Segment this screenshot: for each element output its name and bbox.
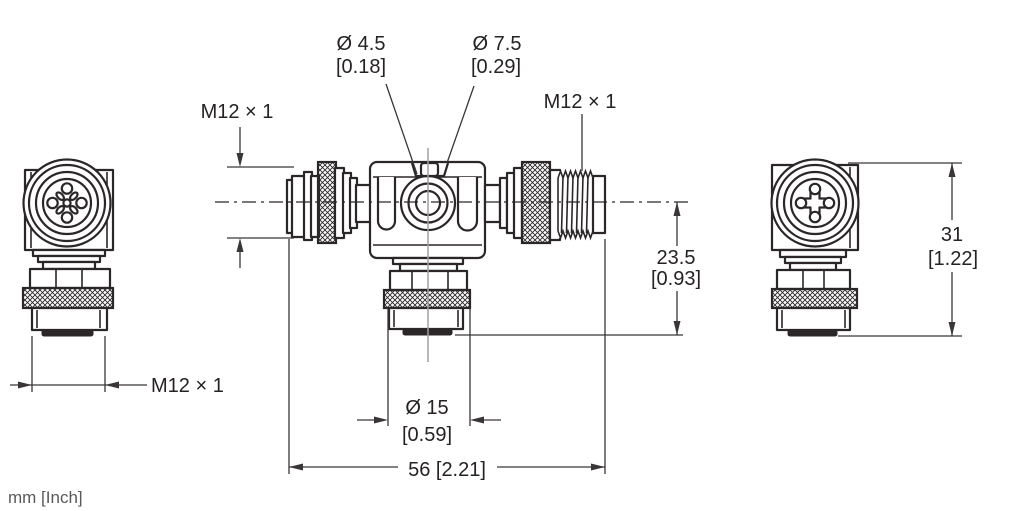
left-view-knurled-ring [21,286,115,310]
thread-crest-bottom [557,228,594,241]
arrow-leftview-right-pointing [18,381,32,389]
label-socket-dia-mm: Ø 15 [405,397,448,419]
arrow-leftview-left-pointing [105,381,119,389]
thread-flanks [560,175,589,234]
right-view-body-cylinder [775,306,852,332]
arrow-rightview-down [948,322,956,336]
left-view-center-hole [62,198,72,208]
label-socket-dia-inch: [0.59] [402,424,452,446]
units-note: mm [Inch] [8,488,83,507]
label-rightview-height-mm: 31 [941,224,963,246]
right-view-knurled-ring [770,287,859,310]
arrow-left-thread-down [236,153,244,167]
label-height-inch: [0.93] [651,268,701,290]
left-view-contact-holes [46,182,88,224]
center-block-slot-right [456,177,479,232]
center-branch-knurled-ring [382,288,472,310]
center-view-tee-connector [285,160,607,336]
left-view-body-cylinder [30,306,109,332]
center-right-end-cap [591,174,607,235]
left-view-bottom-cap [41,329,94,337]
label-overall-width: 56 [2.21] [408,459,486,481]
right-view-bottom-cap [787,329,838,337]
center-branch-cylinder [387,306,465,331]
arrow-height-up [673,202,681,216]
leader-dia-4-5 [385,83,418,175]
arrow-socket-left-pointing [470,416,484,424]
left-view-hex-nut [28,267,112,290]
arrow-width-left [289,463,303,471]
right-view-contact-pins [794,182,836,224]
thread-crest-top [557,168,594,181]
arrow-rightview-up [948,163,956,177]
center-block-top-tab [419,161,440,178]
label-height-mm: 23.5 [657,247,696,269]
label-dia-4-5-mm: Ø 4.5 [337,33,386,55]
label-dia-4-5-inch: [0.18] [336,56,386,78]
label-thread-right: M12 × 1 [544,91,617,113]
leader-dia-7-5 [446,85,475,164]
label-rightview-height-inch: [1.22] [928,248,978,270]
annotations: Ø 4.5 [0.18] Ø 7.5 [0.29] M12 × 1 M12 × … [8,33,978,507]
left-view-angled-connector [21,158,115,337]
arrow-left-thread-up [236,238,244,252]
right-view-hex-nut [775,268,852,291]
right-view-insert-face [789,177,841,229]
label-leftview-thread: M12 × 1 [151,375,224,397]
arrow-height-down [673,321,681,335]
label-dia-7-5-mm: Ø 7.5 [473,33,522,55]
center-right-thread [557,168,594,241]
dimension-lines [10,83,962,474]
arrow-socket-right-pointing [374,416,388,424]
right-view-angled-connector [770,158,860,337]
center-block-slot-left [376,177,397,231]
label-dia-7-5-inch: [0.29] [471,56,521,78]
arrow-width-right [591,463,605,471]
center-right-stem [483,183,502,224]
center-right-ring-c [512,166,524,240]
label-thread-left: M12 × 1 [201,101,274,123]
left-view-insert-face [41,177,93,229]
